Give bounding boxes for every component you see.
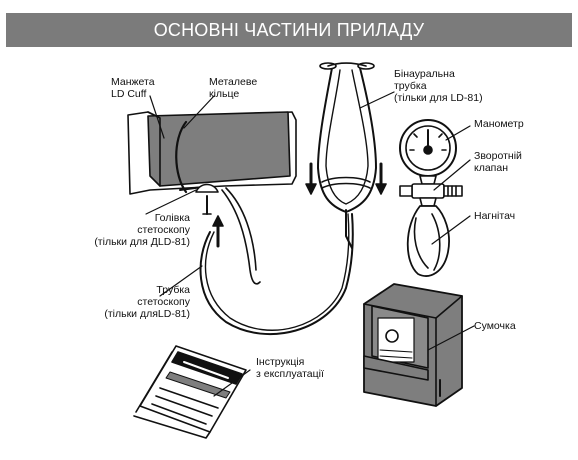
label-manual-line-1: Інструкція	[256, 356, 305, 368]
label-manual-line-2: з експлуатації	[256, 368, 324, 380]
label-manual: Інструкція з експлуатації	[256, 356, 324, 380]
page-title: ОСНОВНІ ЧАСТИНИ ПРИЛАДУ	[6, 13, 572, 47]
label-binaural-tube-line-2: трубка	[394, 80, 427, 92]
label-check-valve-line-2: клапан	[474, 162, 509, 174]
check-valve-illustration	[399, 183, 463, 207]
label-bulb: Нагнітач	[474, 210, 515, 222]
label-binaural-tube: Бінауральна трубка (тільки для LD-81)	[394, 68, 483, 104]
label-binaural-tube-line-1: Бінауральна	[394, 68, 455, 80]
label-metal-ring-line-2: кільце	[209, 88, 240, 100]
label-binaural-tube-line-3: (тільки для LD-81)	[394, 92, 483, 104]
label-check-valve: Зворотній клапан	[474, 150, 522, 174]
label-cuff-line-1: Манжета	[111, 76, 155, 88]
label-manometer: Манометр	[474, 118, 524, 130]
cuff-illustration	[127, 111, 297, 285]
label-cuff: Манжета LD Cuff	[111, 76, 155, 100]
manometer-illustration	[399, 119, 457, 185]
bag-illustration	[363, 283, 463, 407]
label-stethoscope-tube-line-3: (тільки дляLD-81)	[104, 308, 190, 320]
label-metal-ring: Металеве кільце	[209, 76, 257, 100]
label-stethoscope-tube-line-2: стетоскопу	[137, 296, 190, 308]
label-bulb-line-1: Нагнітач	[474, 210, 516, 222]
label-stethoscope-tube: Трубка стетоскопу (тільки дляLD-81)	[40, 284, 190, 320]
stethoscope-head-illustration	[195, 183, 219, 215]
label-bag: Сумочка	[474, 320, 516, 332]
label-stethoscope-head-line-2: стетоскопу	[137, 224, 190, 236]
label-check-valve-line-1: Зворотній	[474, 150, 522, 162]
binaural-tube-illustration	[317, 62, 377, 249]
label-stethoscope-head: Голівка стетоскопу (тільки для ДLD-81)	[40, 212, 190, 248]
label-stethoscope-head-line-3: (тільки для ДLD-81)	[94, 236, 190, 248]
label-cuff-line-2: LD Cuff	[111, 88, 147, 100]
label-metal-ring-line-1: Металеве	[209, 76, 258, 88]
label-manometer-line-1: Манометр	[474, 118, 524, 130]
bulb-illustration	[406, 205, 450, 277]
label-stethoscope-head-line-1: Голівка	[154, 212, 190, 224]
label-bag-line-1: Сумочка	[474, 320, 516, 332]
label-stethoscope-tube-line-1: Трубка	[156, 284, 190, 296]
manual-illustration	[133, 345, 247, 439]
stethoscope-tube-illustration	[199, 213, 354, 336]
